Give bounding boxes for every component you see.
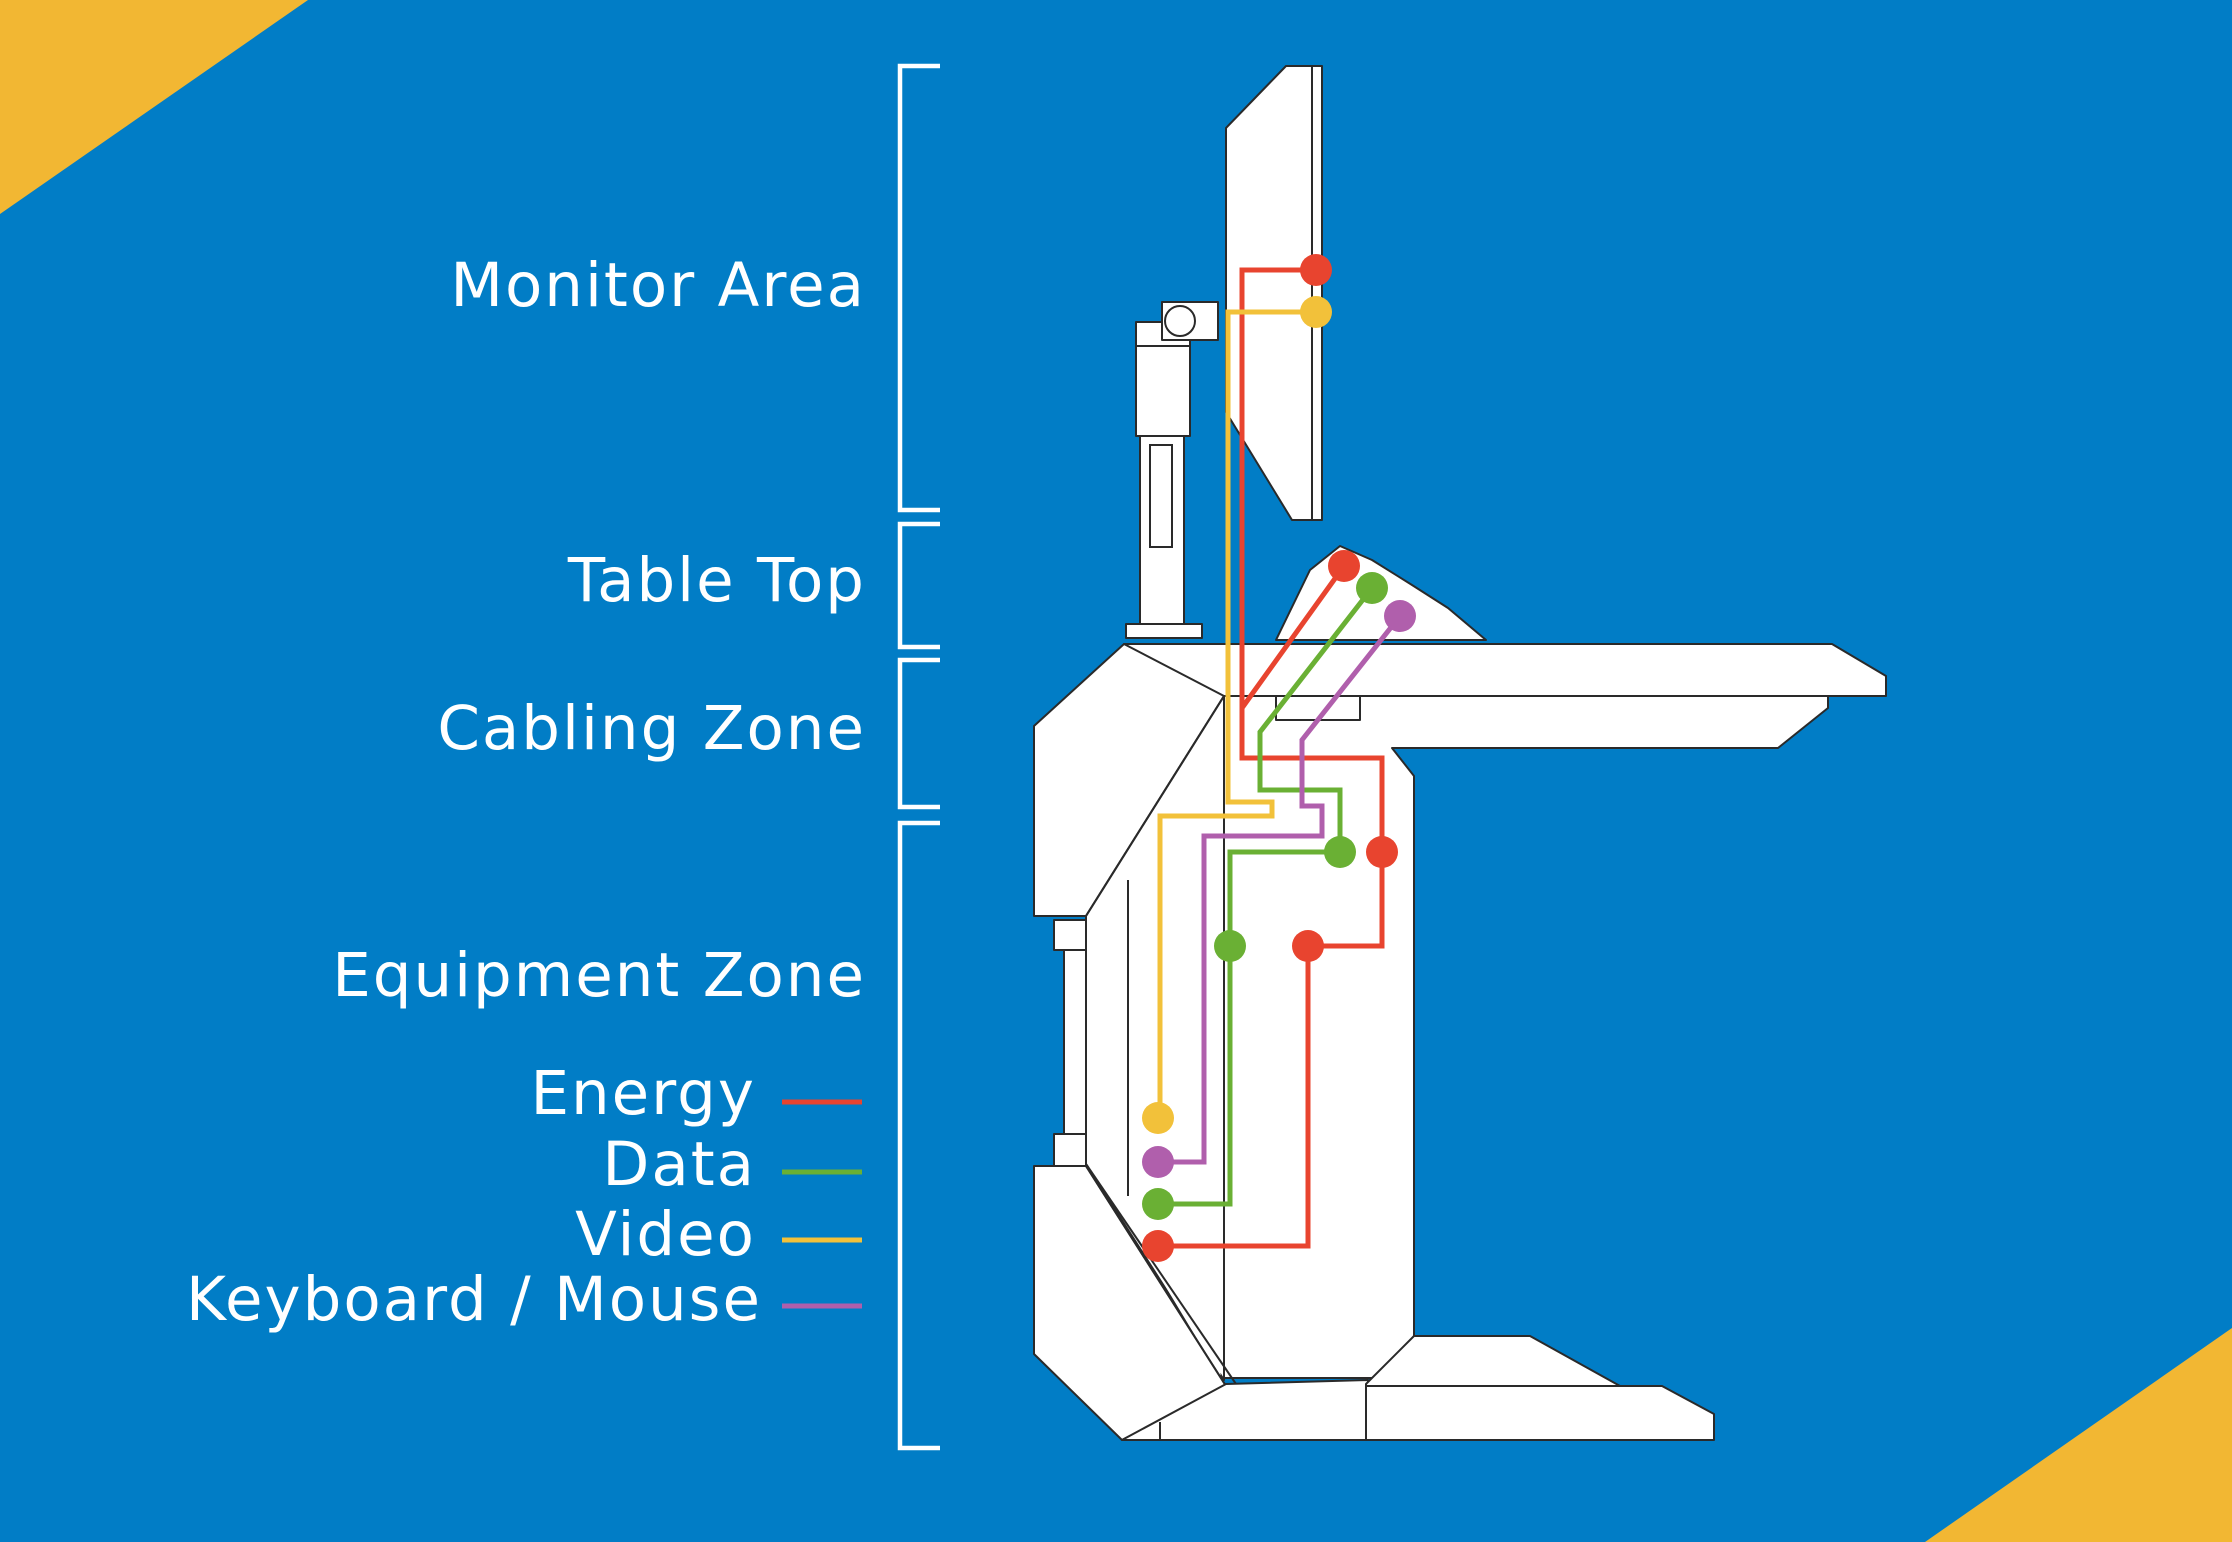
connector-keyboard-mouse-keyboard <box>1384 600 1416 632</box>
legend-label-data: Data <box>602 1129 756 1200</box>
bracket-cabling-zone <box>897 657 940 810</box>
cabinet-edge-bottom <box>1085 1163 1237 1385</box>
monitor-pole-slot <box>1149 444 1173 548</box>
corner-accent-bottom-right <box>1925 1328 2232 1542</box>
monitor-pole-clamp <box>1135 337 1191 437</box>
console-furniture <box>1033 65 1887 1441</box>
equipment-cabinet <box>1033 643 1225 917</box>
zone-brackets <box>897 63 940 1451</box>
connector-data-cabling <box>1324 836 1356 868</box>
corner-accent-top-left <box>0 0 308 214</box>
cabinet-door-top <box>1053 919 1087 951</box>
cabinet-edge-top <box>1085 695 1225 917</box>
connector-energy-keyboard <box>1328 550 1360 582</box>
zone-label-equipment-zone: Equipment Zone <box>332 940 866 1011</box>
zone-label-monitor-area: Monitor Area <box>450 250 866 321</box>
connector-energy-equipment <box>1292 930 1324 962</box>
console-foot <box>1365 1335 1715 1441</box>
monitor-pole <box>1139 435 1185 629</box>
legend-label-keyboard-mouse: Keyboard / Mouse <box>186 1264 762 1335</box>
cable-keyboard-mouse <box>1158 614 1402 1165</box>
connector-energy-monitor <box>1300 254 1332 286</box>
connector-data-equipment-lower <box>1142 1188 1174 1220</box>
bracket-table-top <box>897 521 940 650</box>
zone-label-table-top: Table Top <box>567 545 866 616</box>
monitor-pole-base <box>1125 623 1203 639</box>
monitor-arm-pivot <box>1164 305 1196 337</box>
connector-data-equipment <box>1214 930 1246 962</box>
connector-energy-equipment-lower <box>1142 1230 1174 1262</box>
connector-energy-cabling <box>1366 836 1398 868</box>
bracket-monitor-area <box>897 63 940 513</box>
cable-connectors <box>1142 254 1416 1262</box>
connector-data-keyboard <box>1356 572 1388 604</box>
connector-video-monitor <box>1300 296 1332 328</box>
console-base <box>1121 1379 1371 1441</box>
cabinet-diagonal <box>1085 1165 1227 1387</box>
cabinet-door-bottom <box>1053 1133 1087 1167</box>
cabinet-recess <box>1063 949 1087 1135</box>
connector-video-equipment <box>1142 1102 1174 1134</box>
cable-legend: Energy Data Video Keyboard / Mouse <box>186 1058 862 1335</box>
cable-video <box>1157 309 1316 1116</box>
bracket-equipment-zone <box>897 820 940 1451</box>
legend-label-video: Video <box>575 1199 756 1270</box>
legend-label-energy: Energy <box>530 1058 756 1129</box>
table-top <box>1123 643 1887 1379</box>
zone-label-cabling-zone: Cabling Zone <box>437 693 866 764</box>
connector-keyboard-mouse-equipment <box>1142 1146 1174 1178</box>
